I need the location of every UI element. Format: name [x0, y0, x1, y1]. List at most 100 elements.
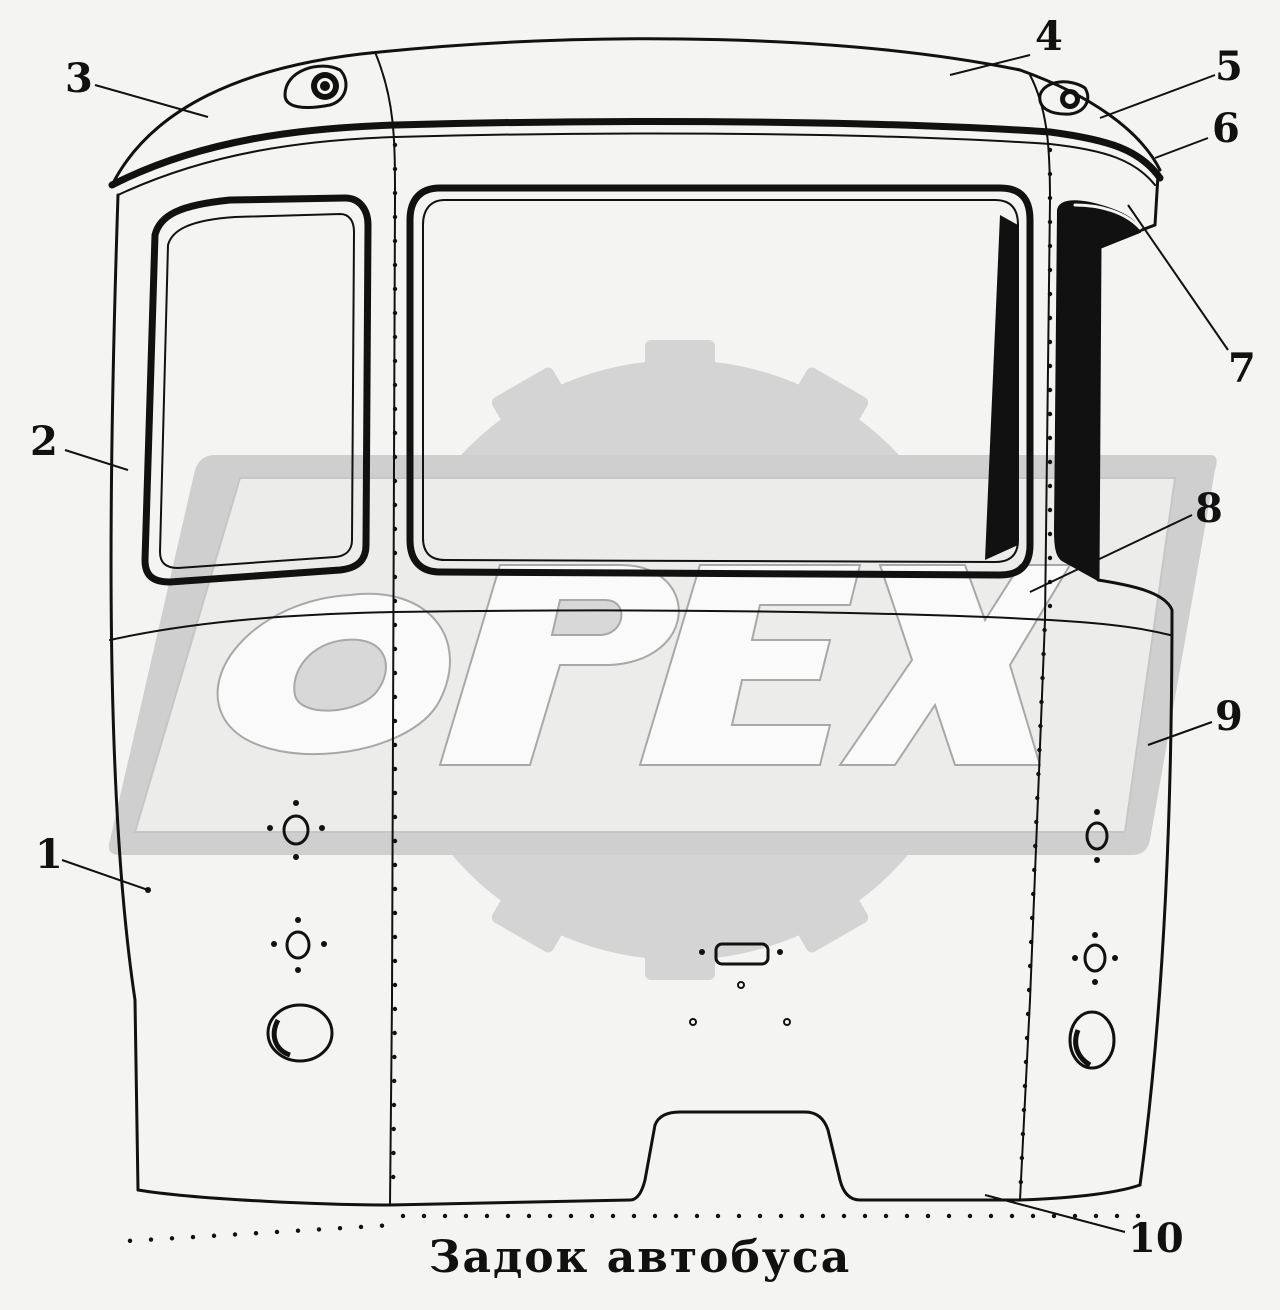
rivet-dot — [274, 1229, 280, 1235]
rivet-dot — [392, 862, 398, 868]
rivet-dot — [1047, 483, 1053, 489]
rivet-dot — [392, 502, 398, 508]
rivet-dot — [1025, 1011, 1031, 1017]
rivet-dot — [392, 646, 398, 652]
left-upper-lamp-hole — [282, 814, 310, 846]
callout-7: 7 — [1228, 345, 1256, 392]
rivet-dot — [1047, 315, 1053, 321]
rivet-dot — [1032, 867, 1037, 873]
rivet-dot — [392, 934, 398, 940]
rivet-dot — [1034, 819, 1039, 825]
rivet-dot — [392, 286, 398, 292]
callout-10: 10 — [1128, 1215, 1184, 1262]
rivet-dot — [862, 1213, 868, 1219]
rivet-dot — [392, 334, 398, 340]
rivet-dot — [392, 1006, 398, 1012]
rivet-dot — [1047, 411, 1053, 417]
callout-3: 3 — [65, 55, 93, 102]
rivet-dot — [190, 1234, 196, 1240]
license-plate-lamp — [714, 942, 770, 966]
rivet-dot — [652, 1213, 658, 1219]
rivet-dot — [392, 358, 398, 364]
rivet-dot — [1114, 1213, 1120, 1219]
rivet-dot — [392, 190, 398, 196]
callout-5: 5 — [1215, 43, 1243, 90]
callout-6: 6 — [1212, 105, 1240, 152]
rivet-dot — [484, 1213, 490, 1219]
rivet-dot — [253, 1231, 259, 1236]
rivet-dot — [1040, 675, 1045, 681]
rivet-dot — [1020, 1131, 1026, 1137]
rivet-dot — [1031, 891, 1036, 897]
left-lower-lamp-hole — [266, 1003, 334, 1063]
rivet-dot — [1018, 1179, 1024, 1185]
rivet-dot — [400, 1213, 406, 1219]
rivet-dot — [1024, 1035, 1030, 1041]
rivet-dot — [392, 238, 398, 244]
rivet-dot — [1028, 939, 1034, 945]
rivet-dot — [169, 1236, 175, 1241]
rivet-dot — [1093, 1213, 1099, 1219]
rivet-dot — [1047, 387, 1053, 393]
rivet-dot — [505, 1213, 511, 1219]
rear-center-window — [406, 184, 1034, 579]
rivet-dot — [232, 1232, 238, 1237]
rivet-dot — [904, 1213, 910, 1219]
rivet-dot — [1026, 987, 1032, 993]
rivet-dot — [392, 142, 398, 148]
rivet-dot — [392, 574, 398, 580]
rivet-dot — [988, 1213, 994, 1219]
rivet-dot — [1072, 1213, 1078, 1219]
rivet-dot — [1022, 1083, 1028, 1089]
callouts: 1 2 3 4 5 6 7 8 9 10 — [30, 13, 1256, 1262]
rivet-dot — [736, 1213, 742, 1219]
right-middle-lamp-hole — [1083, 943, 1107, 973]
rivet-dot — [392, 814, 398, 820]
rivet-dot — [1047, 435, 1053, 441]
callout-2: 2 — [30, 418, 58, 465]
rivet-dot — [1047, 603, 1053, 609]
rivet-dot — [568, 1213, 574, 1219]
rivet-dot — [1023, 1059, 1029, 1065]
rivet-dot — [799, 1213, 805, 1219]
rivet-dot — [316, 1227, 322, 1232]
rivet-dot — [392, 214, 398, 220]
rivet-dot — [1035, 795, 1040, 801]
rivet-dot — [337, 1226, 343, 1231]
right-upper-lamp-hole — [1085, 821, 1109, 851]
rivet-dot — [392, 1054, 397, 1060]
rivet-dot — [391, 1078, 397, 1084]
rivet-dot — [295, 1228, 301, 1233]
lamp-holes — [266, 814, 1116, 1070]
rivet-dot — [391, 1126, 396, 1132]
rivet-dot — [391, 1174, 396, 1180]
rivet-dot — [211, 1233, 217, 1238]
rivet-dot — [1021, 1107, 1027, 1113]
rivet-dot — [757, 1213, 763, 1219]
callout-1: 1 — [35, 831, 63, 878]
rivet-dots — [127, 142, 1141, 1244]
figure-caption: Задок автобуса — [428, 1232, 852, 1283]
rivet-dot — [1036, 771, 1041, 777]
rivet-dot — [1009, 1213, 1015, 1219]
rivet-dot — [392, 742, 398, 748]
rivet-dot — [925, 1213, 931, 1219]
rivet-dot — [946, 1213, 952, 1219]
rivet-dot — [1047, 555, 1053, 561]
rivet-dot — [1047, 147, 1053, 153]
rivet-dot — [1047, 507, 1053, 513]
rivet-dot — [392, 670, 398, 676]
rivet-dot — [841, 1213, 847, 1219]
rivet-dot — [526, 1213, 532, 1219]
rivet-dot — [392, 166, 398, 172]
rivet-dot — [1019, 1155, 1025, 1161]
rivet-dot — [1047, 339, 1053, 345]
rivet-dot — [463, 1213, 469, 1219]
rivet-dot — [392, 430, 398, 436]
rivet-dot — [392, 406, 398, 412]
rivet-dot — [392, 550, 398, 556]
rivet-dot — [1047, 171, 1053, 177]
rivet-dot — [1135, 1213, 1141, 1219]
rivet-dot — [1037, 747, 1042, 753]
